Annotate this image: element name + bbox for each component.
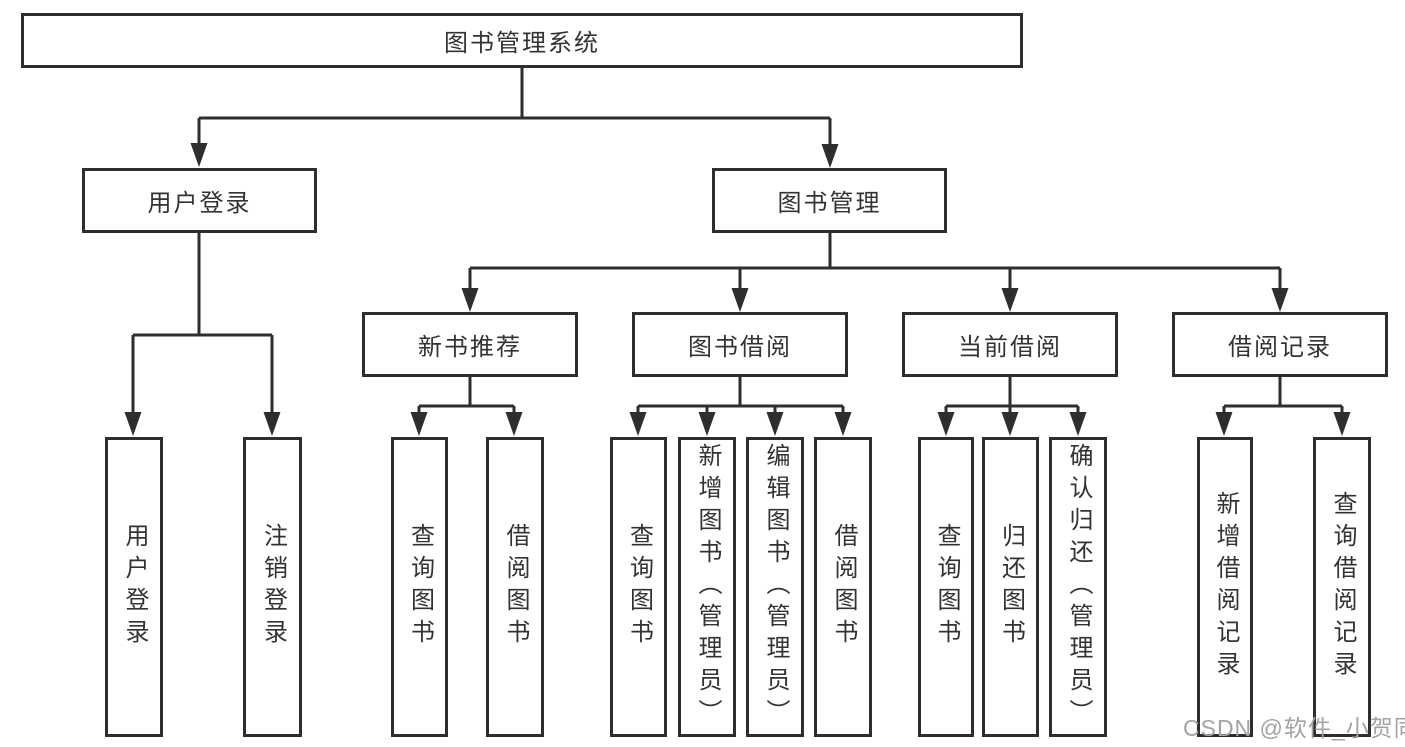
leaf-records-add-record: 新增借阅记录 <box>1197 437 1253 737</box>
node-label: 新增图书（管理员） <box>694 443 721 731</box>
arrow-icon <box>1333 412 1351 436</box>
arrow-icon <box>731 288 749 312</box>
leaf-borrowing-query-books: 查询图书 <box>610 437 667 737</box>
leaf-logout: 注销登录 <box>243 437 302 737</box>
arrow-icon <box>698 412 716 436</box>
arrow-icon <box>1271 288 1289 312</box>
arrow-icon <box>821 144 839 168</box>
connector-root-to-level2 <box>197 68 832 145</box>
node-label: 借阅记录 <box>1228 334 1332 361</box>
arrow-icon <box>124 412 142 436</box>
node-label: 注销登录 <box>259 523 287 651</box>
node-book-management: 图书管理 <box>712 168 947 233</box>
connector-userlogin-children <box>131 233 274 413</box>
node-borrow-records: 借阅记录 <box>1172 312 1388 377</box>
leaf-current-return-books: 归还图书 <box>982 437 1039 737</box>
node-user-login: 用户登录 <box>82 168 317 233</box>
connector-bookmgmt-to-level3 <box>468 233 1282 289</box>
arrow-icon <box>766 412 784 436</box>
node-label: 查询借阅记录 <box>1329 491 1356 683</box>
connector-bookborrow-children <box>636 377 845 414</box>
leaf-borrowing-borrow-books: 借阅图书 <box>814 437 872 737</box>
node-label: 图书管理系统 <box>444 30 600 57</box>
arrow-icon <box>505 412 523 436</box>
arrow-icon <box>1215 412 1233 436</box>
node-label: 编辑图书（管理员） <box>762 443 789 731</box>
node-label: 查询图书 <box>406 523 434 651</box>
leaf-current-confirm-return-admin: 确认归还（管理员） <box>1049 437 1107 737</box>
node-label: 确认归还（管理员） <box>1065 443 1092 731</box>
arrow-icon <box>461 288 479 312</box>
node-label: 新增借阅记录 <box>1212 491 1239 683</box>
arrow-icon <box>263 412 281 436</box>
arrow-icon <box>1069 412 1087 436</box>
leaf-borrowing-add-books-admin: 新增图书（管理员） <box>678 437 736 737</box>
arrow-icon <box>1001 288 1019 312</box>
leaf-current-query-books: 查询图书 <box>918 437 974 737</box>
connector-currentborrow-children <box>944 377 1080 414</box>
node-label: 用户登录 <box>121 523 148 651</box>
node-label: 借阅图书 <box>830 523 857 651</box>
arrowheads <box>124 143 1351 436</box>
leaf-newrec-query-books: 查询图书 <box>391 437 448 737</box>
connector-borrowrecords-children <box>1222 377 1344 414</box>
arrow-icon <box>410 412 428 436</box>
node-label: 查询图书 <box>625 523 653 651</box>
leaf-records-query-record: 查询借阅记录 <box>1313 437 1371 737</box>
arrow-icon <box>1001 412 1019 436</box>
node-label: 当前借阅 <box>958 334 1062 361</box>
arrow-icon <box>834 412 852 436</box>
node-label: 新书推荐 <box>418 334 522 361</box>
node-book-borrowing: 图书借阅 <box>632 312 848 377</box>
arrow-icon <box>937 412 955 436</box>
node-label: 查询图书 <box>933 523 960 651</box>
leaf-newrec-borrow-books: 借阅图书 <box>486 437 544 737</box>
watermark: CSDN @软件_小贺同学 <box>1183 715 1405 741</box>
node-library-system: 图书管理系统 <box>21 13 1023 68</box>
node-new-book-recommend: 新书推荐 <box>362 312 578 377</box>
leaf-borrowing-edit-books-admin: 编辑图书（管理员） <box>746 437 804 737</box>
node-label: 归还图书 <box>997 523 1025 651</box>
connector-newbookrec-children <box>417 377 516 414</box>
node-label: 图书借阅 <box>688 334 792 361</box>
node-current-borrowing: 当前借阅 <box>902 312 1118 377</box>
node-label: 图书管理 <box>777 190 882 217</box>
arrow-icon <box>190 143 208 167</box>
node-label: 用户登录 <box>147 190 252 217</box>
leaf-user-login: 用户登录 <box>105 437 163 737</box>
node-label: 借阅图书 <box>502 523 529 651</box>
arrow-icon <box>629 412 647 436</box>
